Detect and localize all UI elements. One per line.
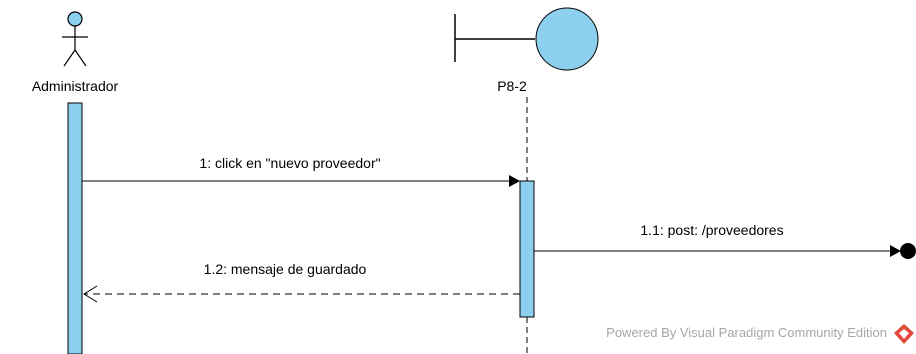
- message-1-2[interactable]: 1.2: mensaje de guardado: [83, 261, 520, 303]
- lifeline-administrador[interactable]: Administrador: [32, 11, 119, 354]
- watermark-text: Powered By Visual Paradigm Community Edi…: [606, 325, 887, 340]
- boundary-name: P8-2: [497, 78, 527, 94]
- message-label-1-2: 1.2: mensaje de guardado: [204, 261, 367, 277]
- activation-bar-p8-2: [519, 180, 535, 318]
- watermark: Powered By Visual Paradigm Community Edi…: [606, 324, 914, 344]
- lifeline-p8-2[interactable]: P8-2: [454, 7, 599, 354]
- message-1-1[interactable]: 1.1: post: /proveedores: [534, 222, 916, 259]
- activation-bar-administrador: [67, 102, 83, 354]
- actor-name: Administrador: [32, 78, 119, 94]
- message-1[interactable]: 1: click en "nuevo proveedor": [82, 155, 520, 187]
- visual-paradigm-logo-icon: [894, 324, 914, 344]
- open-arrowhead-icon: [83, 285, 98, 303]
- message-label-1-1: 1.1: post: /proveedores: [640, 222, 783, 238]
- stick-figure-icon: [62, 11, 88, 67]
- boundary-icon: [454, 7, 599, 71]
- lost-message-endpoint-icon: [900, 243, 916, 259]
- message-label-1: 1: click en "nuevo proveedor": [199, 155, 380, 171]
